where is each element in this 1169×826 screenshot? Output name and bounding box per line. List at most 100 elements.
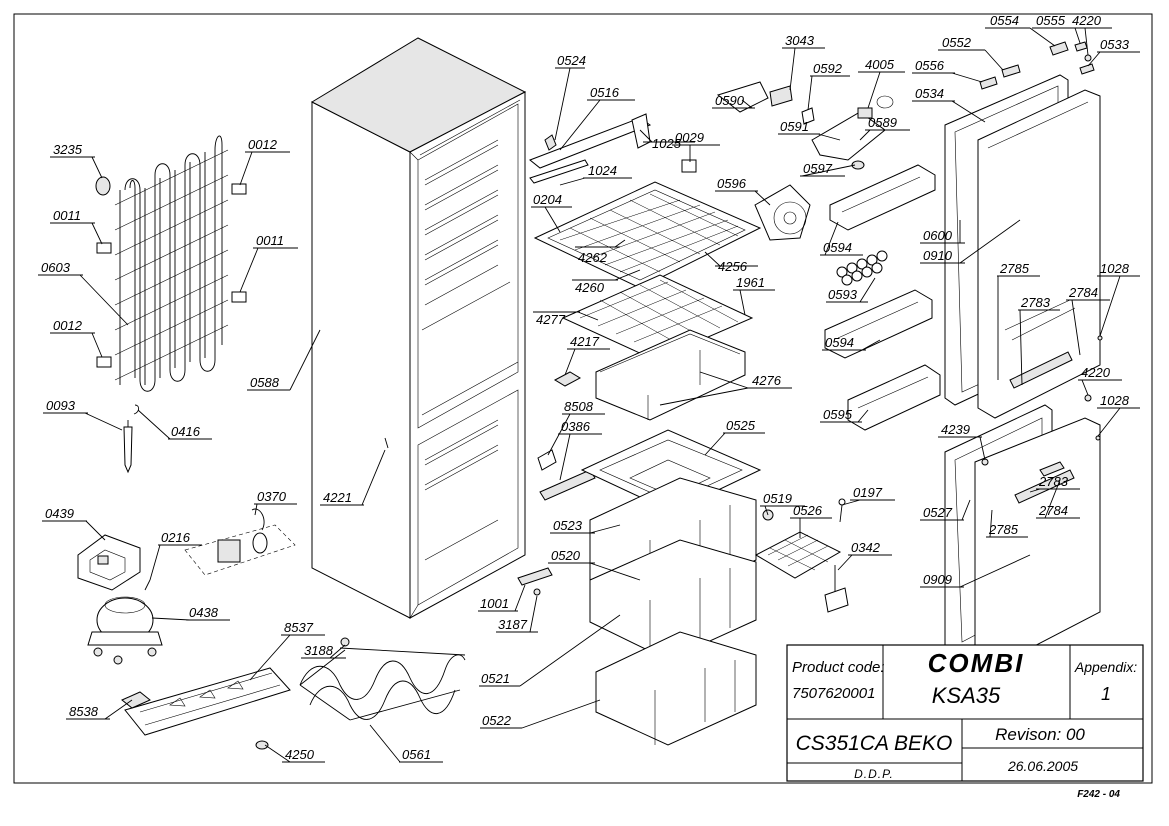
part-label: 1025 xyxy=(652,136,682,151)
part-label: 0552 xyxy=(942,35,972,50)
part-label: 0519 xyxy=(763,491,792,506)
form-number: F242 - 04 xyxy=(1077,789,1120,800)
part-label: 8508 xyxy=(564,399,594,414)
part-label: 0516 xyxy=(590,85,620,100)
part-label: 2783 xyxy=(1020,295,1051,310)
part-label: 1961 xyxy=(736,275,765,290)
part-label: 0589 xyxy=(868,115,897,130)
part-label: 0594 xyxy=(823,240,852,255)
part-label: 4262 xyxy=(578,250,608,265)
part-label: 0588 xyxy=(250,375,280,390)
part-label: 0597 xyxy=(803,161,833,176)
part-label: 0093 xyxy=(46,398,76,413)
appendix-value: 1 xyxy=(1101,684,1111,704)
part-label: 0590 xyxy=(715,93,745,108)
part-label: 4250 xyxy=(285,747,315,762)
condenser-drawing xyxy=(95,135,247,474)
part-label: 0592 xyxy=(813,61,843,76)
part-label: 0910 xyxy=(923,248,953,263)
thermostat-fan-drawing xyxy=(716,81,894,241)
model-family: COMBI xyxy=(928,648,1025,678)
part-label: 0011 xyxy=(256,233,284,248)
part-label: 0594 xyxy=(825,335,854,350)
part-label: 0555 xyxy=(1036,13,1066,28)
part-label: 0370 xyxy=(257,489,287,504)
part-label: 2784 xyxy=(1068,285,1098,300)
part-label: 2785 xyxy=(988,522,1019,537)
part-label: 0521 xyxy=(481,671,510,686)
part-label: 4277 xyxy=(536,312,566,327)
part-label: 1024 xyxy=(588,163,617,178)
title-block: Product code: 7507620001 COMBI KSA35 App… xyxy=(786,644,1144,782)
part-label: 0556 xyxy=(915,58,945,73)
part-label: 0909 xyxy=(923,572,952,587)
part-label: 8537 xyxy=(284,620,314,635)
part-label: 4220 xyxy=(1072,13,1102,28)
appendix-label: Appendix: xyxy=(1074,659,1137,675)
doors-drawing xyxy=(944,41,1103,669)
part-label: 0603 xyxy=(41,260,71,275)
part-label: 0386 xyxy=(561,419,591,434)
compressor-drawing xyxy=(77,508,466,750)
part-label: 3187 xyxy=(498,617,528,632)
part-label: 0197 xyxy=(853,485,883,500)
part-label: 2783 xyxy=(1038,474,1069,489)
part-label: 0595 xyxy=(823,407,853,422)
product-code: 7507620001 xyxy=(792,685,875,702)
part-label: 2785 xyxy=(999,261,1030,276)
part-label: 0438 xyxy=(189,605,219,620)
part-label: 0527 xyxy=(923,505,953,520)
revision: Revison: 00 xyxy=(995,725,1085,744)
part-labels: 0524 0516 1025 1024 0029 0204 4262 4260 … xyxy=(41,13,1130,762)
part-label: 0012 xyxy=(53,318,83,333)
sheet-border xyxy=(13,13,1153,784)
part-label: 0561 xyxy=(402,747,431,762)
part-label: 0524 xyxy=(557,53,586,68)
part-label: 1028 xyxy=(1100,393,1130,408)
part-label: 1028 xyxy=(1100,261,1130,276)
part-label: 4260 xyxy=(575,280,605,295)
department: D.D.P. xyxy=(854,767,894,781)
part-label: 0534 xyxy=(915,86,944,101)
part-label: 0029 xyxy=(675,130,704,145)
part-label: 8538 xyxy=(69,704,99,719)
part-label: 4217 xyxy=(570,334,600,349)
part-label: 0012 xyxy=(248,137,278,152)
part-label: 4276 xyxy=(752,373,782,388)
product-code-label: Product code: xyxy=(792,659,885,676)
part-label: 0600 xyxy=(923,228,953,243)
part-label: 0554 xyxy=(990,13,1019,28)
part-label: 0525 xyxy=(726,418,756,433)
part-label: 0416 xyxy=(171,424,201,439)
part-label: 0011 xyxy=(53,208,81,223)
part-label: 4005 xyxy=(865,57,895,72)
part-label: 0533 xyxy=(1100,37,1130,52)
part-label: 4221 xyxy=(323,490,352,505)
leader-lines xyxy=(38,27,1140,763)
door-bins-drawing xyxy=(824,164,941,431)
date: 26.06.2005 xyxy=(1007,758,1078,774)
part-label: 3188 xyxy=(304,643,334,658)
part-label: 0520 xyxy=(551,548,581,563)
part-label: 3043 xyxy=(785,33,815,48)
part-label: 0523 xyxy=(553,518,583,533)
part-label: 0526 xyxy=(793,503,823,518)
part-label: 0591 xyxy=(780,119,809,134)
part-label: 4256 xyxy=(718,259,748,274)
part-label: 0439 xyxy=(45,506,74,521)
part-label: 0216 xyxy=(161,530,191,545)
model-name: CS351CA BEKO xyxy=(796,732,953,755)
part-label: 4239 xyxy=(941,422,970,437)
part-label: 3235 xyxy=(53,142,83,157)
part-label: 0596 xyxy=(717,176,747,191)
part-label: 2784 xyxy=(1038,503,1068,518)
part-label: 0342 xyxy=(851,540,881,555)
part-label: 4220 xyxy=(1081,365,1111,380)
part-label: 1001 xyxy=(480,596,509,611)
part-label: 0522 xyxy=(482,713,512,728)
part-label: 0593 xyxy=(828,287,858,302)
part-label: 0204 xyxy=(533,192,562,207)
model-code: KSA35 xyxy=(932,683,1001,708)
fridge-interior-drawing xyxy=(517,113,849,746)
